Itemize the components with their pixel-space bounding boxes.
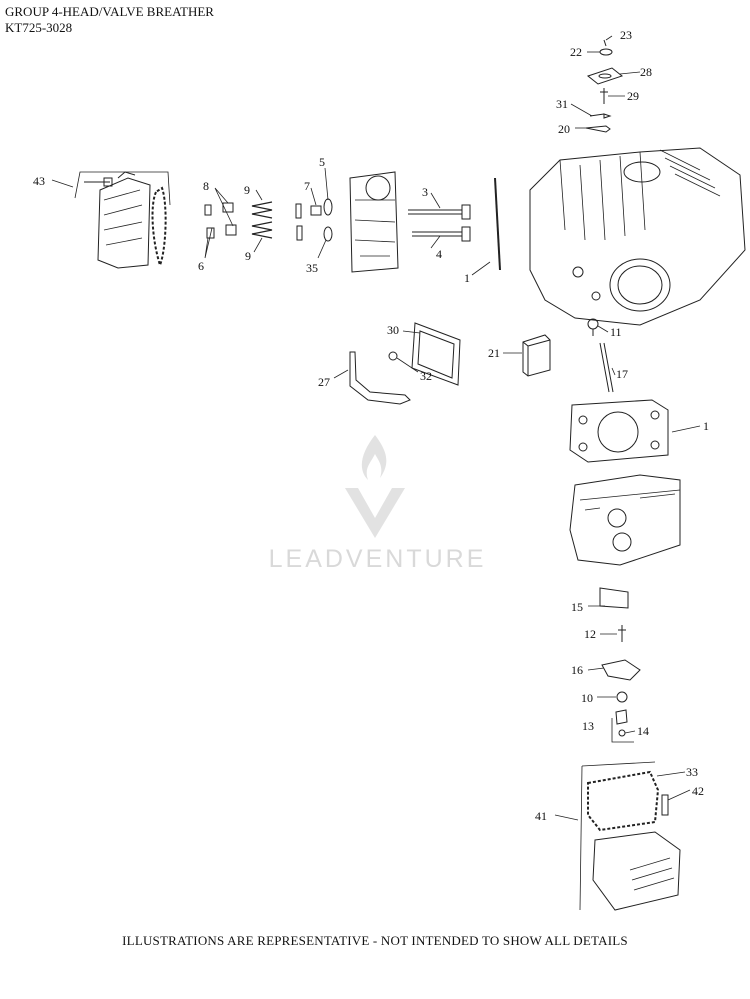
callout-35: 35 — [306, 261, 318, 275]
callout-14: 14 — [637, 724, 649, 738]
callout-23: 23 — [620, 28, 632, 42]
callout-1a: 1 — [464, 271, 470, 285]
callout-28: 28 — [640, 65, 652, 79]
diagram-title: GROUP 4-HEAD/VALVE BREATHER — [5, 4, 214, 19]
callout-8: 8 — [203, 179, 209, 193]
callout-1b: 1 — [703, 419, 709, 433]
callout-16: 16 — [571, 663, 583, 677]
valves — [408, 204, 471, 242]
callout-9b: 9 — [245, 249, 251, 263]
callout-6: 6 — [198, 259, 204, 273]
callout-30: 30 — [387, 323, 399, 337]
callout-7: 7 — [304, 179, 310, 193]
callout-15: 15 — [571, 600, 583, 614]
callout-12: 12 — [584, 627, 596, 641]
rocker-hardware — [599, 587, 641, 743]
engine-block — [529, 147, 746, 326]
cylinder-head — [569, 474, 681, 566]
callout-17: 17 — [616, 367, 628, 381]
callout-29: 29 — [627, 89, 639, 103]
callout-33: 33 — [686, 765, 698, 779]
watermark-text: LEADVENTURE — [268, 545, 487, 573]
callout-32: 32 — [420, 369, 432, 383]
callout-labels: 43 8 6 9 9 7 5 35 3 4 1 23 22 28 29 31 2… — [33, 28, 709, 823]
callout-31: 31 — [556, 97, 568, 111]
callout-27: 27 — [318, 375, 330, 389]
callout-41: 41 — [535, 809, 547, 823]
screw-pushrod — [587, 318, 614, 393]
cylinder-head-side — [349, 171, 399, 273]
rocker-parts — [204, 202, 237, 239]
filter-block-21 — [522, 334, 551, 377]
model-number: KT725-3028 — [5, 20, 73, 35]
leadventure-logo-icon — [345, 435, 405, 538]
callout-20: 20 — [558, 122, 570, 136]
callout-21: 21 — [488, 346, 500, 360]
gasket-side — [494, 177, 501, 271]
callout-10: 10 — [581, 691, 593, 705]
callout-43: 43 — [33, 174, 45, 188]
disclaimer-footer: ILLUSTRATIONS ARE REPRESENTATIVE - NOT I… — [122, 933, 628, 948]
valve-cover-left — [74, 171, 171, 269]
callout-5: 5 — [319, 155, 325, 169]
callout-11: 11 — [610, 325, 622, 339]
callout-22: 22 — [570, 45, 582, 59]
callout-13: 13 — [582, 719, 594, 733]
breather-parts — [585, 39, 624, 133]
breather-plate-30 — [349, 322, 461, 405]
leader-lines — [51, 35, 701, 821]
callout-9a: 9 — [244, 183, 250, 197]
valve-cover-bottom — [579, 761, 681, 911]
callout-3: 3 — [422, 185, 428, 199]
callout-4: 4 — [436, 247, 442, 261]
valve-springs — [251, 201, 273, 239]
callout-42: 42 — [692, 784, 704, 798]
valve-keepers — [295, 198, 333, 242]
head-gasket — [569, 399, 669, 463]
